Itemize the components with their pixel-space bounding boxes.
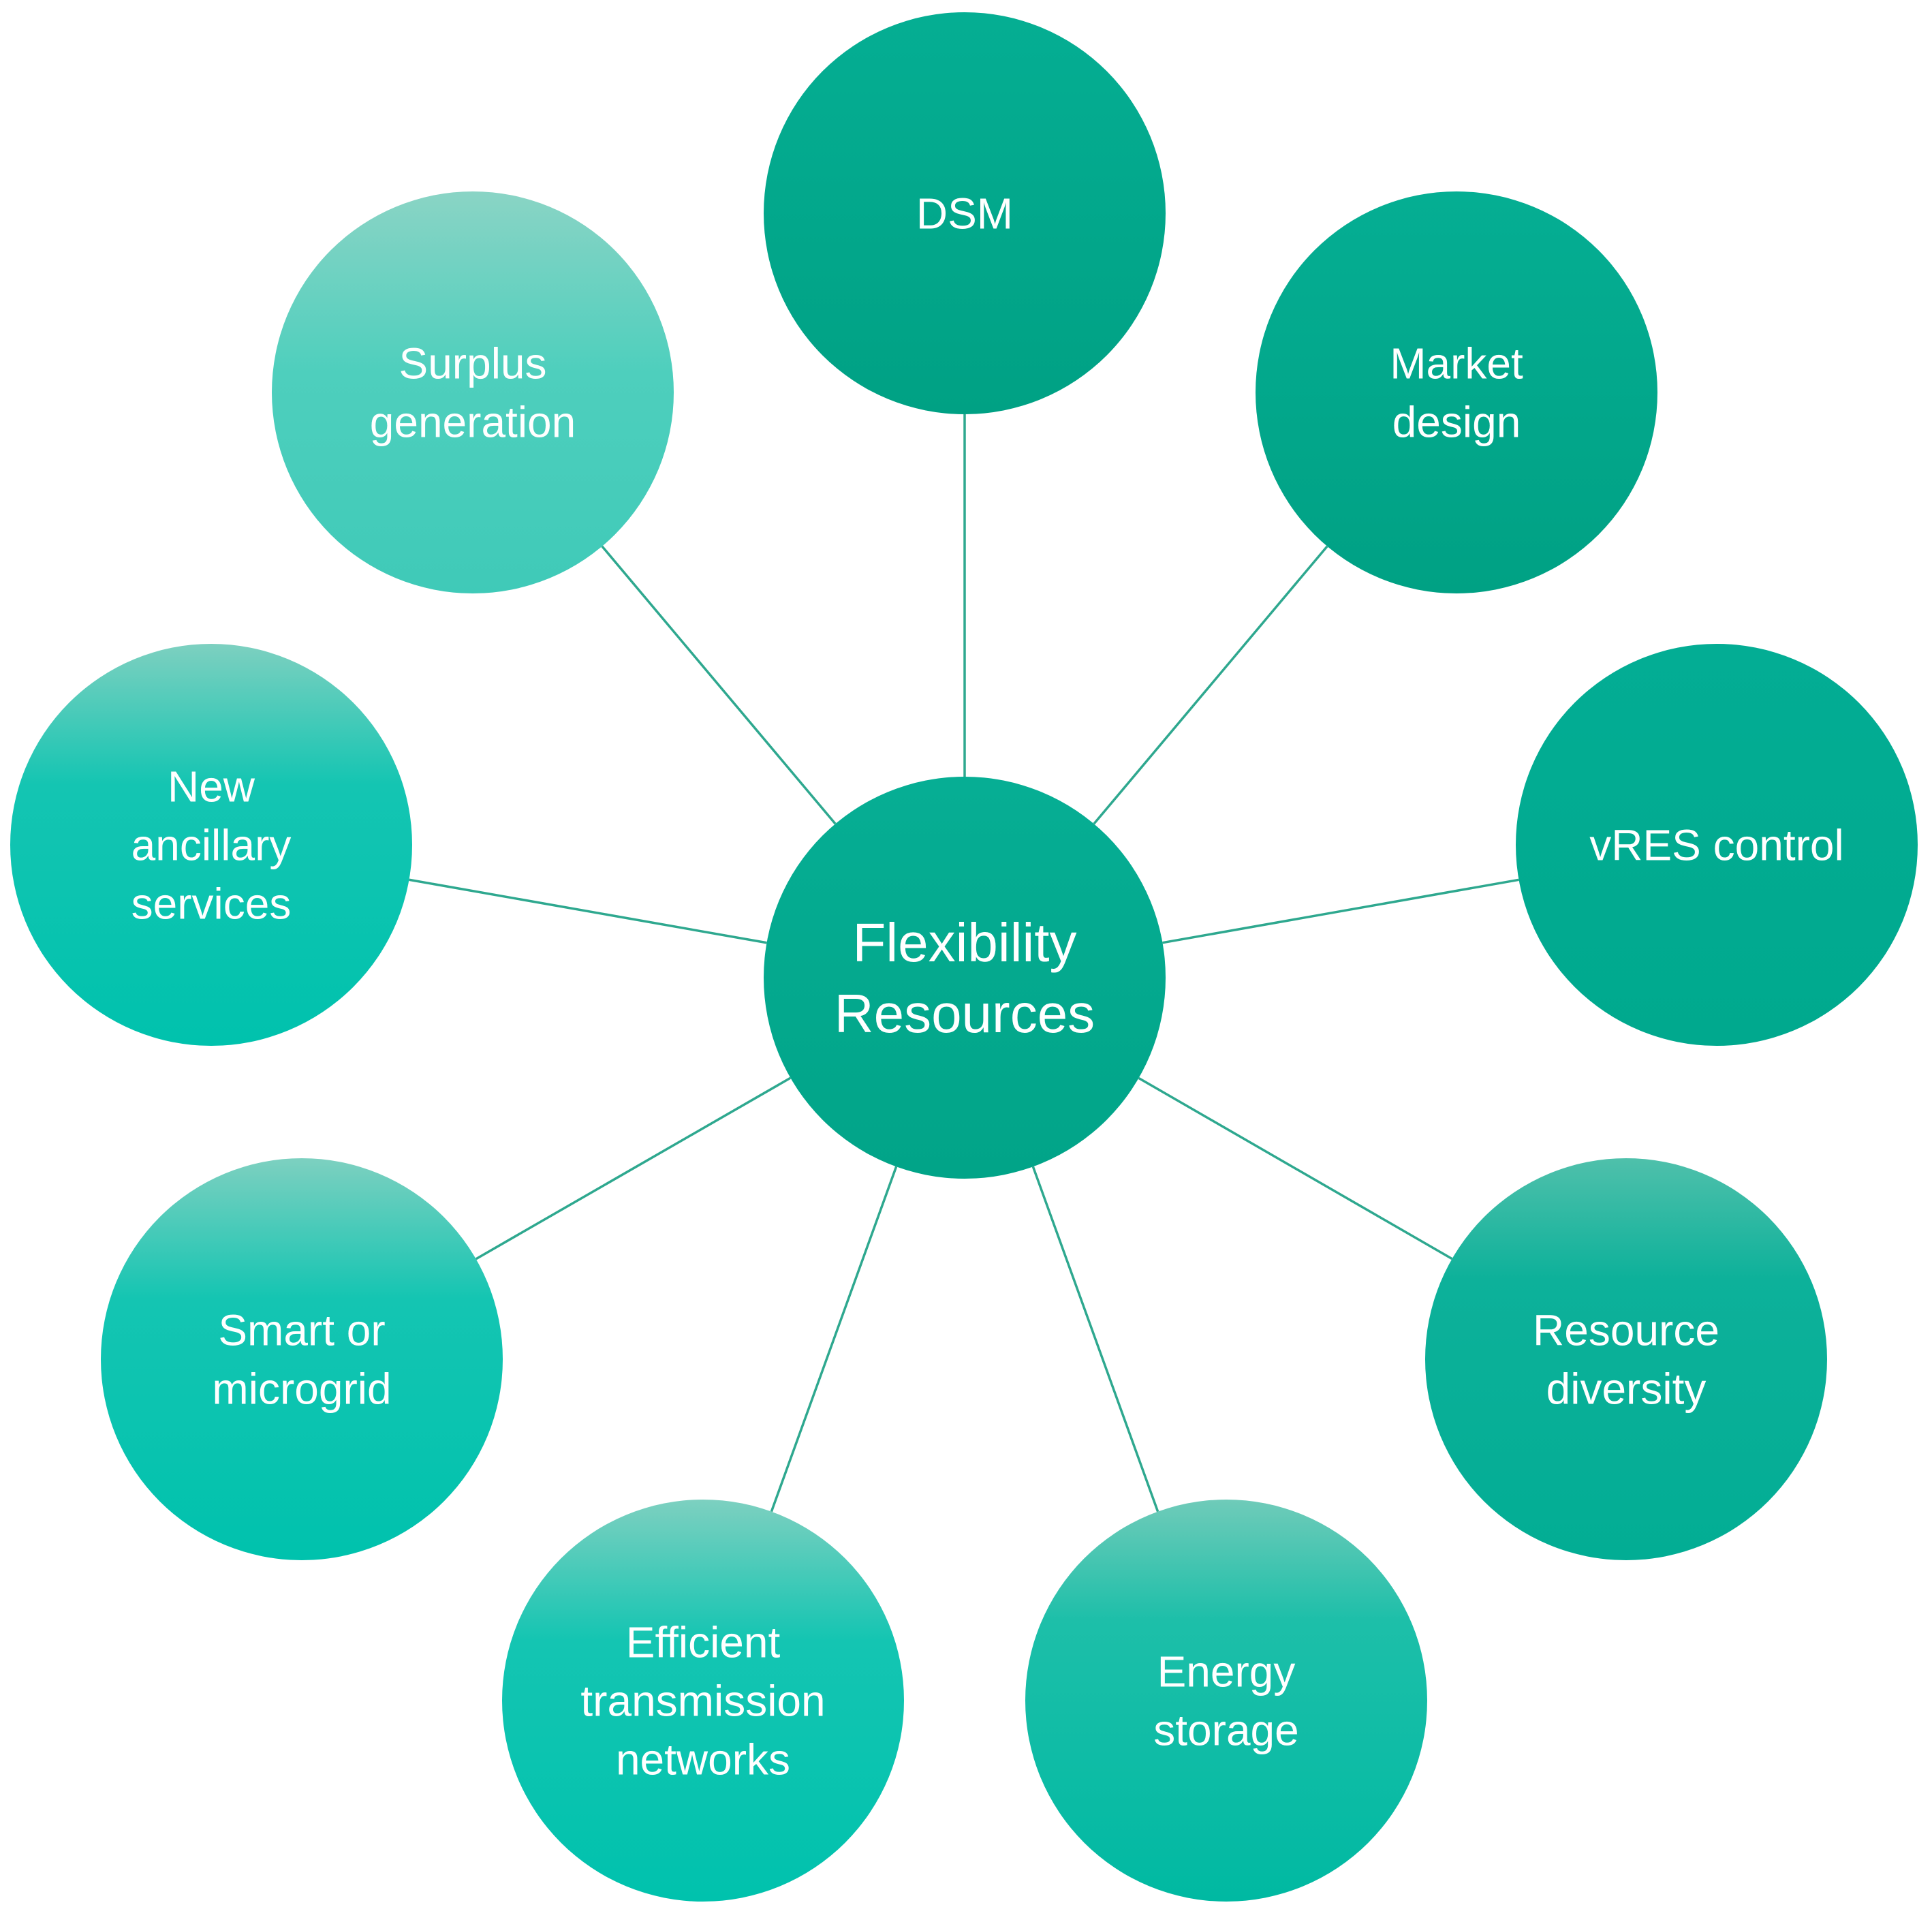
node-circle [101,1158,503,1560]
node-circle [502,1500,904,1902]
center-label-line: Resources [835,983,1095,1044]
node-new-ancillary-services-label-line: services [131,879,292,928]
node-circle [1516,644,1918,1046]
connector-market-design [1093,545,1328,825]
node-efficient-transmission-networks-label-line: Efficient [626,1617,781,1666]
node-efficient-transmission-networks-label-line: transmission [580,1676,825,1725]
node-new-ancillary-services: New ancillary services [10,644,412,1046]
node-circle [10,644,412,1046]
node-energy-storage-label-line: storage [1153,1705,1298,1754]
node-vres-control-label-line: vRES control [1589,820,1843,869]
connector-smart-or-microgrid [475,1076,792,1260]
node-resource-diversity-label-line: Resource [1533,1305,1719,1354]
node-energy-storage: Energy storage [1025,1500,1427,1902]
connector-lines [409,414,1519,1513]
node-vres-control: vRES control [1516,644,1918,1046]
node-market-design: Market design [1256,191,1657,593]
node-resource-diversity-label-line: diversity [1546,1364,1707,1413]
node-surplus-generation-label-line: generation [370,397,576,446]
node-efficient-transmission-networks-label-line: networks [616,1735,790,1784]
center-label-line: Flexibility [853,912,1077,973]
connector-energy-storage [1031,1166,1159,1513]
node-efficient-transmission-networks: Efficient transmission networks [502,1500,904,1902]
connector-new-ancillary-services [409,878,767,944]
node-market-design-label-line: Market [1390,339,1523,388]
node-dsm: DSM [764,12,1166,414]
node-market-design-label-line: design [1392,397,1521,446]
node-circle [1256,191,1657,593]
node-dsm-label-line: DSM [916,189,1013,238]
connector-surplus-generation [601,545,837,825]
node-smart-or-microgrid-label-line: Smart or [218,1305,385,1354]
node-circle [1025,1500,1427,1902]
node-smart-or-microgrid-label-line: microgrid [212,1364,391,1413]
center-circle [764,777,1166,1179]
connector-efficient-transmission-networks [770,1166,898,1513]
node-new-ancillary-services-label-line: New [168,762,255,811]
node-smart-or-microgrid: Smart or microgrid [101,1158,503,1560]
node-circle [764,12,1166,414]
node-circle [1425,1158,1827,1560]
node-new-ancillary-services-label-line: ancillary [131,820,292,869]
connector-vres-control [1162,878,1519,944]
node-resource-diversity: Resource diversity [1425,1158,1827,1560]
node-surplus-generation-label-line: Surplus [399,339,547,388]
node-circle [272,191,674,593]
connector-resource-diversity [1138,1076,1453,1260]
node-energy-storage-label-line: Energy [1157,1647,1296,1696]
node-surplus-generation: Surplus generation [272,191,674,593]
